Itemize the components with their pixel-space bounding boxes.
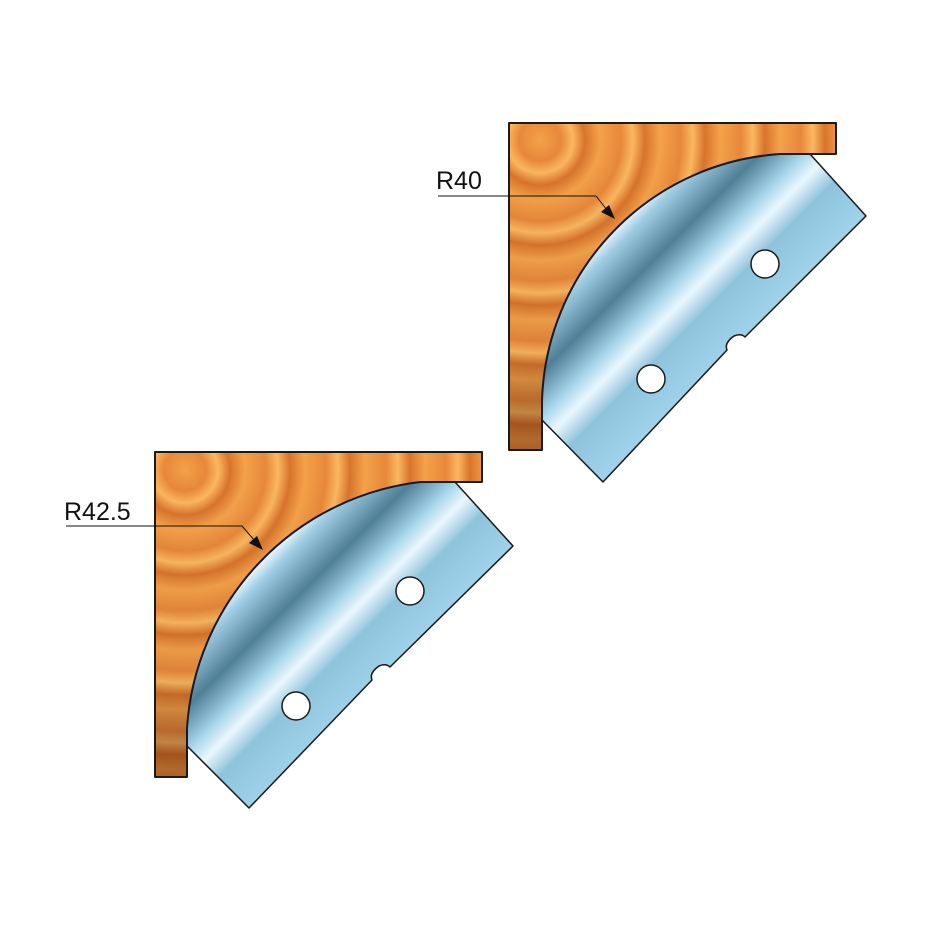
- knife-bolt-hole-top-upper: [750, 249, 780, 279]
- wood-profile-bottom: [154, 451, 483, 778]
- knife-bolt-hole-top-lower: [636, 364, 666, 394]
- radius-dimension-top: R40: [436, 167, 615, 219]
- profile-group-top: R40: [436, 122, 867, 483]
- radius-label-top: R40: [436, 167, 482, 195]
- dimension-arrowhead-bottom: [249, 536, 263, 550]
- knife-bolt-hole-bottom-upper: [395, 576, 425, 606]
- radius-label-bottom: R42.5: [64, 498, 131, 526]
- dimension-arrowhead-top: [601, 205, 615, 219]
- wood-profile-top: [508, 122, 837, 451]
- radius-dimension-bottom: R42.5: [64, 498, 263, 550]
- knife-bolt-hole-bottom-lower: [281, 691, 311, 721]
- profile-group-bottom: R42.5: [64, 451, 514, 809]
